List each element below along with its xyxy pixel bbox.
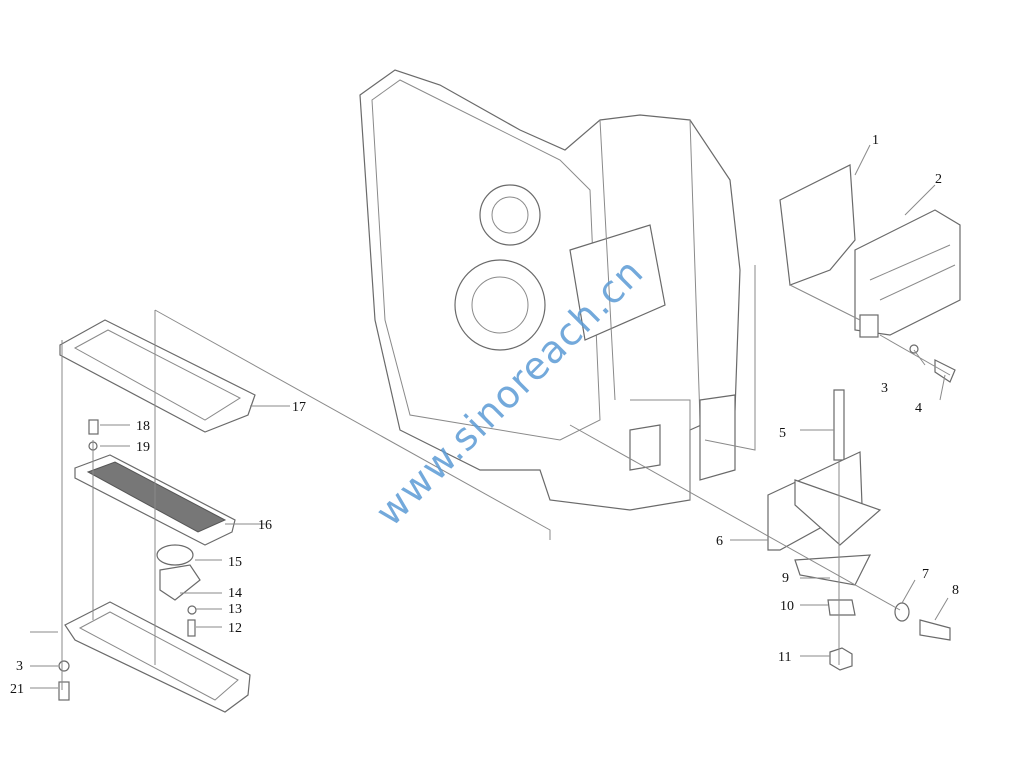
callout-label: 19 [136, 440, 150, 455]
callout-label: 9 [782, 571, 789, 586]
callout-label: 15 [228, 555, 242, 570]
callout-label: 3 [881, 381, 888, 396]
callout-label: 13 [228, 602, 242, 617]
callout-label: 8 [952, 583, 959, 598]
callout-label: 4 [915, 401, 922, 416]
callout-label: 18 [136, 419, 150, 434]
callout-label: 7 [922, 567, 929, 582]
part-8-bolt [919, 619, 951, 641]
part-13-washer [187, 605, 197, 615]
part-3-washer [909, 344, 919, 354]
part-15-seal [156, 544, 194, 566]
part-5-bolt [833, 389, 845, 461]
callout-label: 16 [258, 518, 272, 533]
part-12-bolt [187, 619, 196, 637]
callout-label: 2 [935, 172, 942, 187]
part-21-bolt [58, 681, 70, 701]
part-7-washer [894, 602, 910, 622]
part-14-gasket [159, 564, 201, 601]
part-10-washer [827, 599, 856, 616]
callout-label: 3 [16, 659, 23, 674]
callout-label: 1 [872, 133, 879, 148]
part-11-nut [829, 647, 853, 671]
part-9-plate [794, 554, 872, 586]
oil-pan [64, 601, 251, 713]
callout-label: 5 [779, 426, 786, 441]
part-17-gasket [59, 319, 256, 433]
part-4-bolt [934, 359, 956, 383]
part-2-control-valve [854, 209, 961, 338]
callout-label: 11 [778, 650, 791, 665]
part-1-gasket [779, 164, 856, 286]
part-3-washer-lower [58, 660, 70, 672]
callout-label: 6 [716, 534, 723, 549]
callout-label: 14 [228, 586, 242, 601]
transmission-housing [359, 69, 741, 511]
callout-label: 10 [780, 599, 794, 614]
callout-label: 21 [10, 682, 24, 697]
part-18-plug [88, 419, 99, 435]
callout-label: 17 [292, 400, 306, 415]
callout-label: 12 [228, 621, 242, 636]
